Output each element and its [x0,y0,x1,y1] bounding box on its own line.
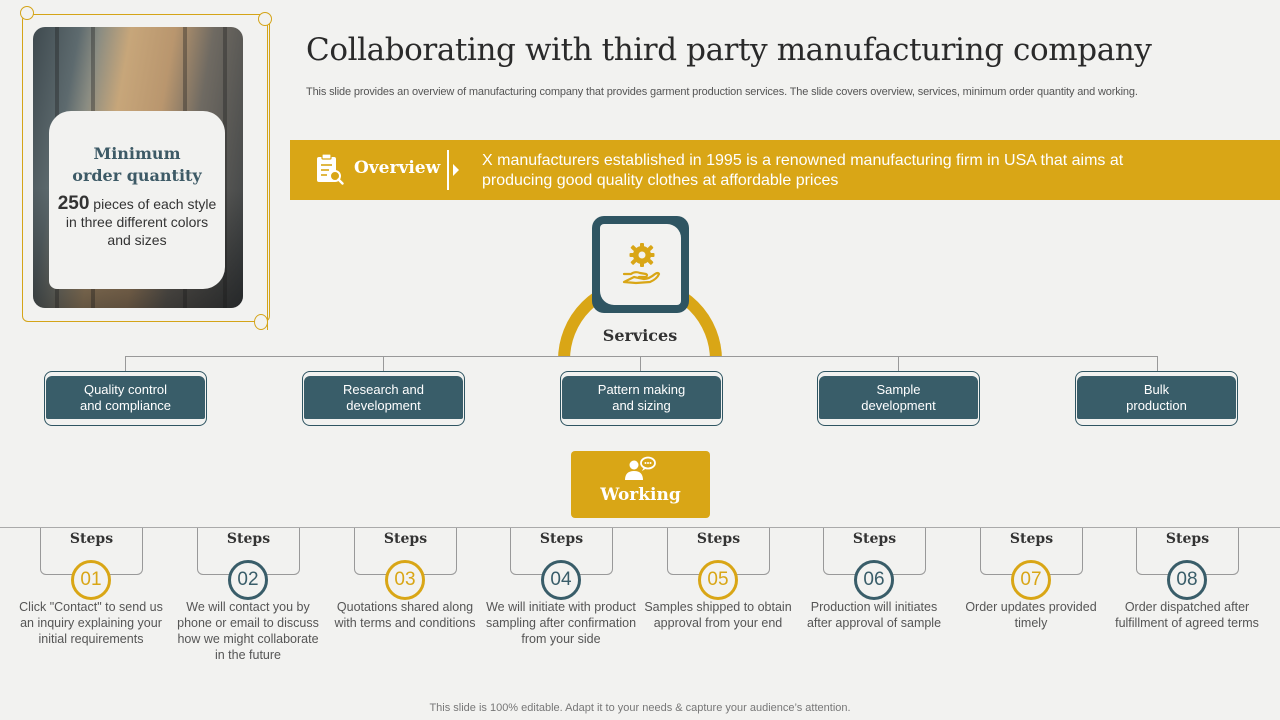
min-order-panel: Minimum order quantity 250 pieces of eac… [20,6,272,330]
overview-label: Overview [354,158,441,178]
step-card: Steps 04 We will initiate with product s… [485,528,641,668]
step-number: 05 [698,560,738,600]
step-label: Steps [226,531,271,547]
scroll-rod [258,20,268,330]
step-description: We will contact you by phone or email to… [177,600,319,662]
step-label: Steps [69,531,114,547]
min-order-text: 250 pieces of each style in three differ… [57,193,217,248]
services-connector [125,356,126,372]
step-card: Steps 01 Click "Contact" to send us an i… [15,528,171,668]
step-description: Order updates provided timely [965,600,1097,630]
step-label: Steps [852,531,897,547]
step-description: We will initiate with product sampling a… [485,600,637,646]
step-description: Production will initiates after approval… [806,600,942,630]
min-order-number: 250 [57,193,90,214]
services-label: Services [602,326,678,345]
services-connector [898,356,899,372]
working-label: Working [600,485,681,505]
min-order-card: Minimum order quantity 250 pieces of eac… [49,111,225,289]
step-card: Steps 06 Production will initiates after… [798,528,954,668]
step-card: Steps 03 Quotations shared along with te… [329,528,485,668]
page-title: Collaborating with third party manufactu… [306,32,1152,68]
step-number: 06 [854,560,894,600]
step-label: Steps [539,531,584,547]
step-card: Steps 08 Order dispatched after fulfillm… [1111,528,1267,668]
step-number: 02 [228,560,268,600]
arrow-right-icon [453,164,459,176]
min-order-title: Minimum order quantity [72,144,202,185]
overview-band: Overview X manufacturers established in … [290,140,1280,200]
scroll-curl [258,12,272,26]
step-description: Samples shipped to obtain approval from … [644,600,792,630]
step-description: Order dispatched after fulfillment of ag… [1115,600,1259,630]
step-card: Steps 05 Samples shipped to obtain appro… [642,528,798,668]
services-icon-box [592,216,689,313]
scroll-curl [20,6,34,20]
hand-gear-icon [622,243,661,285]
step-card: Steps 02 We will contact you by phone or… [172,528,328,668]
step-description: Click "Contact" to send us an inquiry ex… [19,600,163,646]
services-connector [1157,356,1158,372]
step-number: 03 [385,560,425,600]
clipboard-search-icon [317,153,344,185]
footer-note: This slide is 100% editable. Adapt it to… [429,702,851,714]
step-label: Steps [1165,531,1210,547]
overview-divider [447,150,449,190]
working-divider [0,527,1280,528]
step-label: Steps [383,531,428,547]
overview-text: X manufacturers established in 1995 is a… [482,152,1124,189]
step-label: Steps [696,531,741,547]
step-label: Steps [1009,531,1054,547]
services-connector [640,356,641,372]
step-number: 08 [1167,560,1207,600]
working-box: Working [571,451,710,518]
step-number: 07 [1011,560,1051,600]
step-description: Quotations shared along with terms and c… [334,600,476,630]
step-number: 04 [541,560,581,600]
person-chat-icon [625,456,656,480]
services-connector [125,356,1158,357]
scroll-curl [254,314,268,330]
step-number: 01 [71,560,111,600]
page-subtitle: This slide provides an overview of manuf… [306,86,1138,98]
services-connector [383,356,384,372]
step-card: Steps 07 Order updates provided timely [955,528,1111,668]
